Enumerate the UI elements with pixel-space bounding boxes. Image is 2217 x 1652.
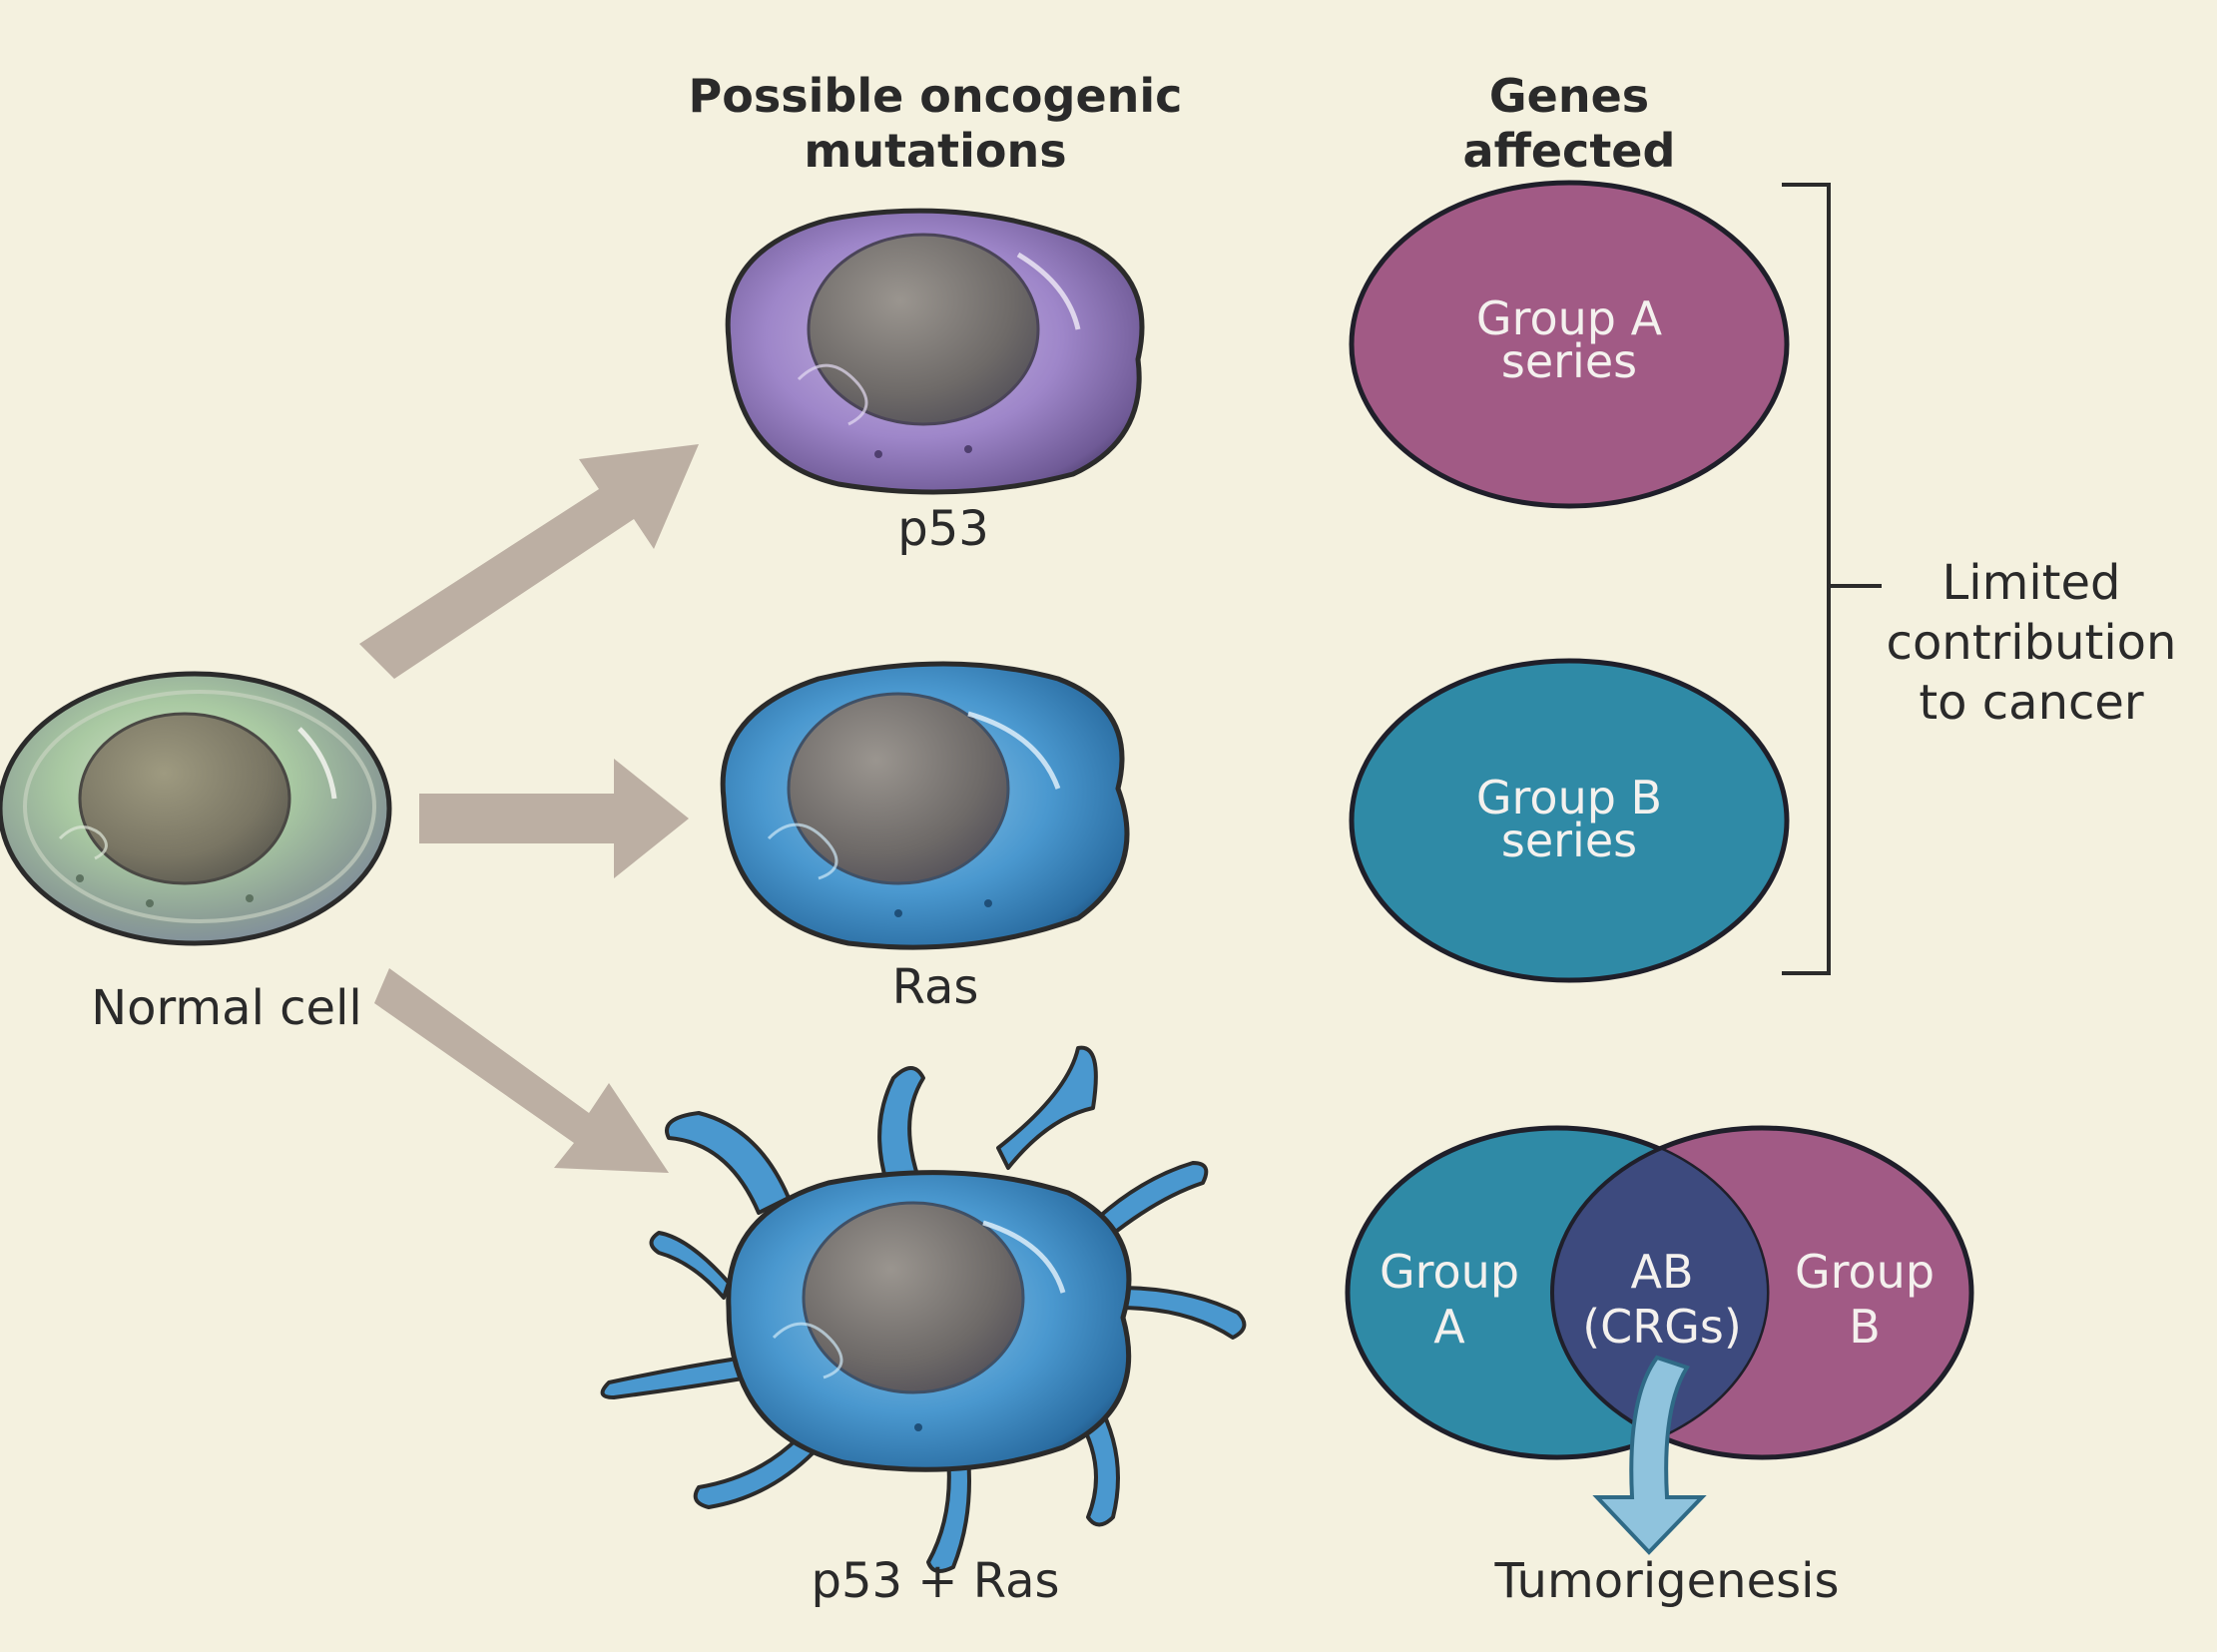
normal-cell-label: Normal cell bbox=[91, 980, 362, 1036]
group-b-ellipse: Group B series bbox=[1349, 658, 1790, 983]
mutations-header-line1: Possible oncogenic bbox=[689, 69, 1183, 123]
group-b-label-line1: Group B bbox=[1476, 771, 1662, 825]
tumorigenesis-label: Tumorigenesis bbox=[1494, 1553, 1840, 1609]
group-b-label-line2: series bbox=[1501, 814, 1637, 867]
genes-header-line1: Genes bbox=[1489, 69, 1649, 123]
p53-ras-cell bbox=[600, 1045, 1247, 1573]
group-a-label-line2: series bbox=[1501, 334, 1637, 388]
p53-cell-label: p53 bbox=[897, 501, 989, 557]
venn-left-label-line2: A bbox=[1433, 1300, 1465, 1354]
venn-right-label-line1: Group bbox=[1795, 1245, 1935, 1299]
venn-left-label-line1: Group bbox=[1380, 1245, 1519, 1299]
genes-header-line2: affected bbox=[1463, 124, 1676, 178]
group-a-ellipse: Group A series bbox=[1349, 180, 1790, 509]
mutations-header-line2: mutations bbox=[804, 124, 1066, 178]
arrow-to-ras bbox=[419, 759, 689, 878]
normal-cell bbox=[0, 671, 392, 946]
bracket-label-line3: to cancer bbox=[1919, 675, 2144, 731]
p53-cell bbox=[725, 208, 1145, 495]
ras-cell bbox=[720, 661, 1130, 950]
ras-cell-label: Ras bbox=[892, 959, 979, 1015]
arrow-to-p53 bbox=[359, 444, 699, 679]
venn-center-label-line1: AB bbox=[1630, 1245, 1693, 1299]
group-a-label-line1: Group A bbox=[1476, 291, 1663, 345]
venn-right-label-line2: B bbox=[1849, 1300, 1881, 1354]
venn-center-label-line2: (CRGs) bbox=[1582, 1300, 1742, 1354]
bracket-label-line1: Limited bbox=[1942, 555, 2121, 611]
venn-diagram: Group A AB (CRGs) Group B bbox=[1345, 1125, 1974, 1555]
tumorigenesis-arrow bbox=[1592, 1355, 1707, 1555]
bracket-label-line2: contribution bbox=[1887, 615, 2177, 671]
arrow-to-combined bbox=[374, 968, 669, 1173]
p53-ras-cell-label: p53 + Ras bbox=[812, 1553, 1060, 1609]
bracket bbox=[1782, 183, 1882, 975]
